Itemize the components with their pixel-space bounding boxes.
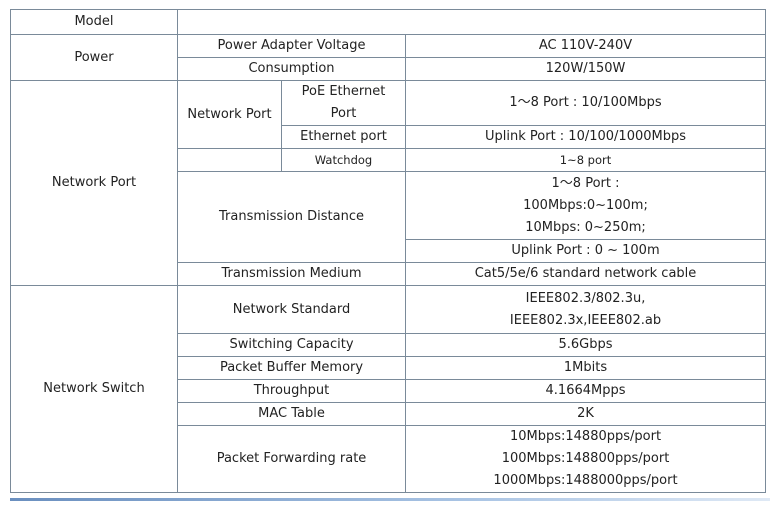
- poe-ethernet-port-value: 1～8 Port : 10/100Mbps: [404, 80, 767, 126]
- row-transmission-distance: Transmission Distance 1～8 Port : 100Mbps…: [11, 171, 767, 263]
- row-network-standard: Network Switch Network Standard IEEE802.…: [10, 285, 767, 493]
- packet-buffer-memory-label: Packet Buffer Memory: [177, 356, 406, 380]
- poe-ethernet-port-label-line: PoE Ethernet: [301, 84, 386, 99]
- bottom-divider: [10, 498, 770, 501]
- packet-forwarding-rate-value: 10Mbps:14880pps/port 100Mbps:148800pps/p…: [404, 425, 767, 493]
- row-watchdog: Watchdog 1~8 port: [11, 148, 767, 172]
- transmission-distance-line: 1～8 Port :: [551, 175, 620, 191]
- watchdog-label: Watchdog: [281, 148, 406, 172]
- mac-table-value: 2K: [404, 402, 767, 426]
- row-model: Model: [10, 9, 767, 35]
- packet-forwarding-rate-line: 1000Mbps:1488000pps/port: [493, 473, 678, 488]
- poe-ethernet-port-label: PoE Ethernet Port: [281, 80, 406, 126]
- row-uplink-distance: Uplink Port : 0 ~ 100m: [11, 239, 767, 263]
- spec-table: Model Power Power Adapter Voltage AC 110…: [10, 9, 767, 493]
- packet-forwarding-rate-line: 10Mbps:14880pps/port: [509, 429, 662, 444]
- transmission-distance-line: 10Mbps: 0~250m;: [525, 219, 646, 235]
- mac-table-label: MAC Table: [177, 402, 406, 426]
- row-packet-buffer-memory: Packet Buffer Memory 1Mbits: [11, 356, 767, 380]
- transmission-distance-value: 1～8 Port : 100Mbps:0~100m; 10Mbps: 0~250…: [404, 171, 767, 240]
- consumption-value: 120W/150W: [404, 57, 767, 81]
- throughput-value: 4.1664Mpps: [404, 379, 767, 403]
- uplink-distance-value: Uplink Port : 0 ~ 100m: [404, 239, 767, 263]
- row-packet-forwarding-rate: Packet Forwarding rate 10Mbps:14880pps/p…: [11, 425, 767, 493]
- transmission-medium-value: Cat5/5e/6 standard network cable: [404, 262, 767, 286]
- network-port-section-label: Network Port: [10, 80, 178, 286]
- switching-capacity-value: 5.6Gbps: [404, 333, 767, 357]
- network-standard-line: IEEE802.3/802.3u,: [525, 290, 646, 306]
- switching-capacity-label: Switching Capacity: [177, 333, 406, 357]
- packet-forwarding-rate-label: Packet Forwarding rate: [177, 425, 406, 493]
- network-standard-label: Network Standard: [177, 285, 406, 334]
- power-label: Power: [10, 34, 178, 81]
- row-poe-ethernet-port: Network Port Network Port PoE Ethernet P…: [10, 80, 767, 286]
- row-power-adapter-voltage: Power Power Adapter Voltage AC 110V-240V: [10, 34, 767, 81]
- watchdog-value: 1~8 port: [404, 148, 767, 172]
- model-value: [176, 9, 767, 35]
- transmission-distance-label: Transmission Distance: [177, 171, 406, 263]
- ethernet-port-value: Uplink Port : 10/100/1000Mbps: [404, 125, 767, 149]
- row-ethernet-port: Ethernet port Uplink Port : 10/100/1000M…: [11, 125, 767, 149]
- network-switch-section-label: Network Switch: [10, 285, 178, 493]
- watchdog-empty-cell: [177, 148, 282, 172]
- power-adapter-voltage-label: Power Adapter Voltage: [177, 34, 406, 58]
- ethernet-port-label: Ethernet port: [281, 125, 406, 149]
- row-transmission-medium: Transmission Medium Cat5/5e/6 standard n…: [11, 262, 767, 286]
- consumption-label: Consumption: [177, 57, 406, 81]
- poe-ethernet-port-label-line: Port: [330, 106, 357, 121]
- throughput-label: Throughput: [177, 379, 406, 403]
- packet-buffer-memory-value: 1Mbits: [404, 356, 767, 380]
- row-mac-table: MAC Table 2K: [11, 402, 767, 426]
- packet-forwarding-rate-line: 100Mbps:148800pps/port: [501, 451, 670, 466]
- network-port-sub-label: Network Port: [177, 80, 282, 149]
- network-standard-line: IEEE802.3x,IEEE802.ab: [509, 312, 662, 328]
- model-label: Model: [10, 9, 178, 35]
- row-consumption: Consumption 120W/150W: [11, 57, 767, 81]
- transmission-distance-line: 100Mbps:0~100m;: [523, 197, 648, 213]
- power-adapter-voltage-value: AC 110V-240V: [404, 34, 767, 58]
- network-standard-value: IEEE802.3/802.3u, IEEE802.3x,IEEE802.ab: [404, 285, 767, 334]
- transmission-medium-label: Transmission Medium: [177, 262, 406, 286]
